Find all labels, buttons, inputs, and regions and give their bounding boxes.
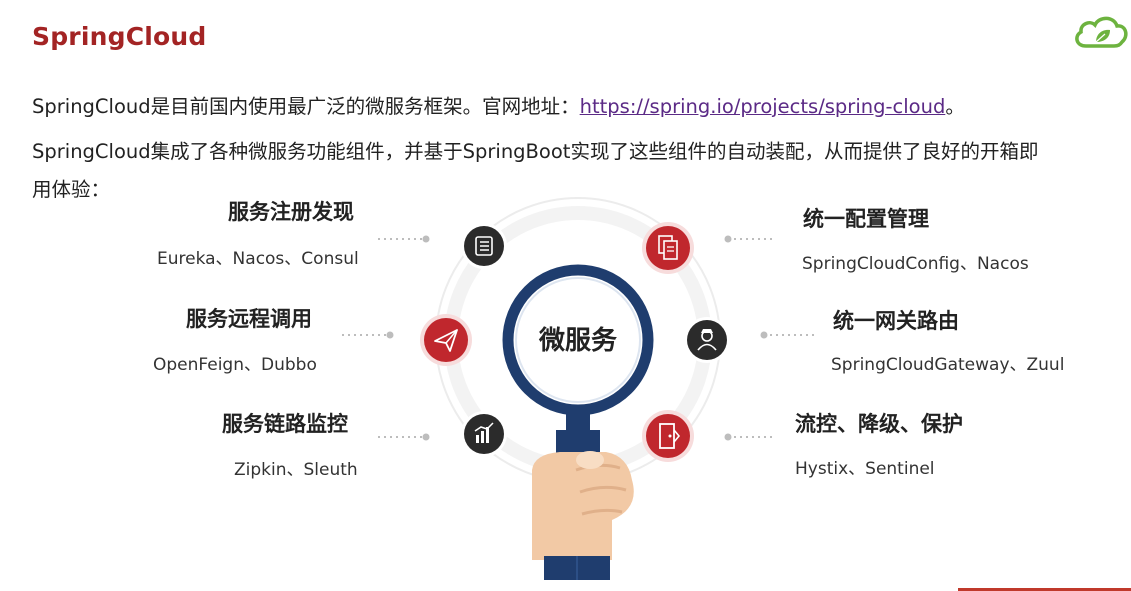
service-discovery-title: 服务注册发现: [228, 200, 354, 224]
tracing-title: 服务链路监控: [222, 412, 348, 436]
flow-control-title: 流控、降级、保护: [795, 412, 963, 436]
intro-suffix: 。: [945, 95, 965, 118]
service-discovery-sub: Eureka、Nacos、Consul: [157, 249, 359, 269]
tracing-sub: Zipkin、Sleuth: [234, 460, 358, 480]
gatekeeper-icon: [684, 317, 730, 363]
remote-call-sub: OpenFeign、Dubbo: [153, 355, 317, 375]
flow-control-sub: Hystix、Sentinel: [795, 459, 935, 479]
config-sub: SpringCloudConfig、Nacos: [802, 254, 1029, 274]
center-label: 微服务: [538, 326, 617, 356]
config-title: 统一配置管理: [803, 207, 929, 231]
list-icon: [461, 223, 507, 269]
bottom-accent-bar: [958, 588, 1131, 591]
intro-paragraph-2: SpringCloud集成了各种微服务功能组件，并基于SpringBoot实现了…: [32, 136, 1112, 206]
intro-line-2: SpringCloud集成了各种微服务功能组件，并基于SpringBoot实现了…: [32, 140, 1039, 163]
documents-icon: [642, 222, 694, 274]
intro-text: SpringCloud是目前国内使用最广泛的微服务框架。官网地址：: [32, 95, 580, 118]
spring-cloud-link[interactable]: https://spring.io/projects/spring-cloud: [579, 95, 946, 118]
intro-line-3: 用体验：: [32, 178, 111, 201]
spring-logo-icon: [1075, 16, 1128, 48]
shield-door-icon: [642, 410, 694, 462]
gateway-sub: SpringCloudGateway、Zuul: [831, 355, 1065, 375]
paper-plane-icon: [420, 314, 472, 366]
gateway-title: 统一网关路由: [833, 309, 959, 333]
remote-call-title: 服务远程调用: [186, 307, 312, 331]
slide-title: SpringCloud: [32, 22, 207, 51]
chart-icon: [461, 411, 507, 457]
intro-line-1: SpringCloud是目前国内使用最广泛的微服务框架。官网地址：https:/…: [32, 91, 1112, 123]
